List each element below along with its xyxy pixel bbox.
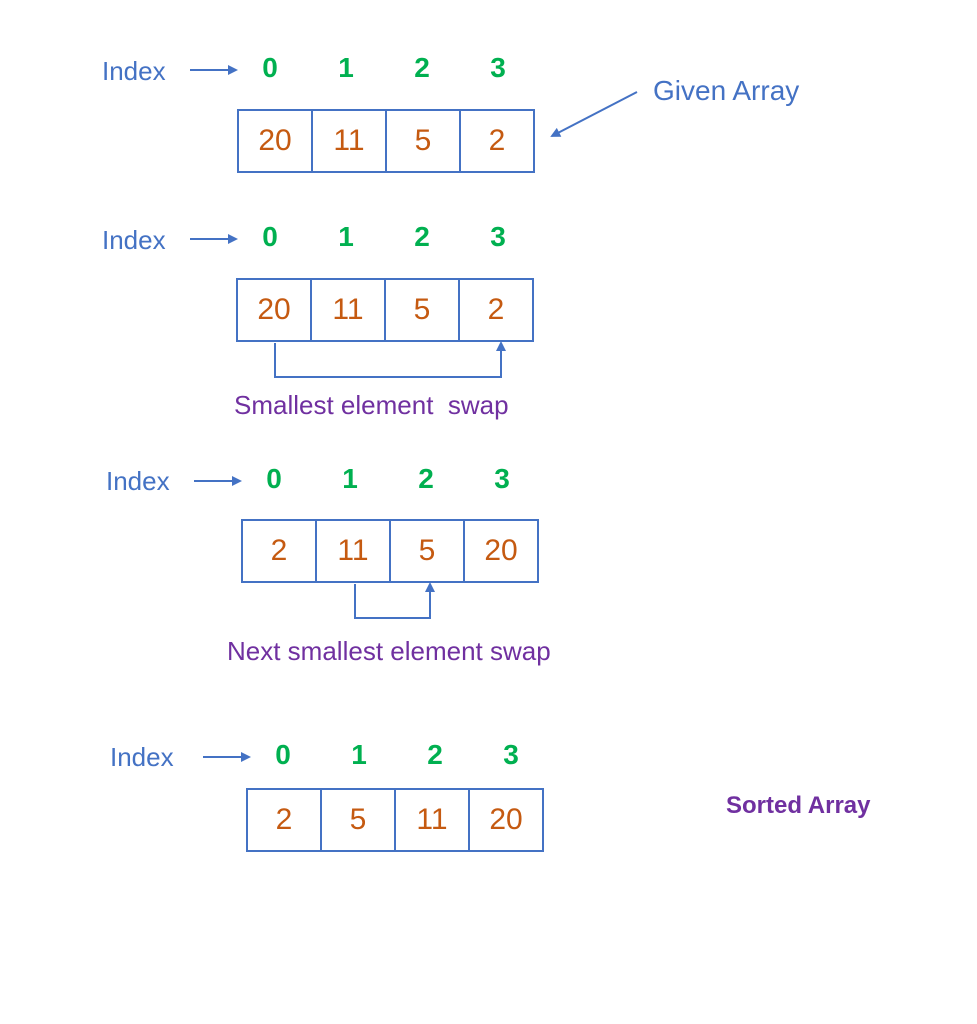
index-number: 3 <box>490 221 506 252</box>
index-label-4: Index <box>110 742 174 772</box>
index-label-2: Index <box>102 225 166 255</box>
given-array-label: Given Array <box>653 75 800 106</box>
index-number: 3 <box>490 52 506 83</box>
swap-bracket-1 <box>274 341 506 378</box>
array-cell: 2 <box>458 278 534 342</box>
index-numbers-1: 0 1 2 3 <box>232 52 536 84</box>
swap-caption-1: Smallest element swap <box>234 390 509 420</box>
array-cell: 5 <box>389 519 465 583</box>
array-cell: 5 <box>384 278 460 342</box>
index-numbers-2: 0 1 2 3 <box>232 221 536 253</box>
given-array-arrow <box>550 91 638 137</box>
index-number: 2 <box>418 463 434 494</box>
array-cell: 11 <box>394 788 470 852</box>
sorted-array-label: Sorted Array <box>726 792 871 819</box>
array-step-1: 20 11 5 2 <box>237 109 535 173</box>
array-cell: 2 <box>459 109 535 173</box>
index-number: 3 <box>494 463 510 494</box>
index-number: 1 <box>351 739 367 770</box>
index-number: 0 <box>275 739 291 770</box>
index-number: 0 <box>266 463 282 494</box>
index-number: 2 <box>414 52 430 83</box>
array-step-3: 2 11 5 20 <box>241 519 539 583</box>
array-cell: 11 <box>310 278 386 342</box>
index-number: 1 <box>338 52 354 83</box>
array-cell: 2 <box>241 519 317 583</box>
array-cell: 20 <box>236 278 312 342</box>
index-number: 0 <box>262 52 278 83</box>
array-cell: 5 <box>385 109 461 173</box>
index-label-1: Index <box>102 56 166 86</box>
array-cell: 20 <box>468 788 544 852</box>
index-numbers-4: 0 1 2 3 <box>245 739 549 771</box>
index-numbers-3: 0 1 2 3 <box>236 463 540 495</box>
index-number: 3 <box>503 739 519 770</box>
swap-caption-2: Next smallest element swap <box>227 636 551 666</box>
array-cell: 2 <box>246 788 322 852</box>
index-number: 0 <box>262 221 278 252</box>
array-cell: 20 <box>463 519 539 583</box>
index-number: 2 <box>414 221 430 252</box>
array-cell: 11 <box>315 519 391 583</box>
array-step-2: 20 11 5 2 <box>236 278 534 342</box>
array-cell: 5 <box>320 788 396 852</box>
array-cell: 20 <box>237 109 313 173</box>
swap-bracket-2 <box>354 582 435 619</box>
index-number: 1 <box>338 221 354 252</box>
array-cell: 11 <box>311 109 387 173</box>
array-step-4: 2 5 11 20 <box>246 788 544 852</box>
index-label-3: Index <box>106 466 170 496</box>
index-number: 2 <box>427 739 443 770</box>
index-number: 1 <box>342 463 358 494</box>
